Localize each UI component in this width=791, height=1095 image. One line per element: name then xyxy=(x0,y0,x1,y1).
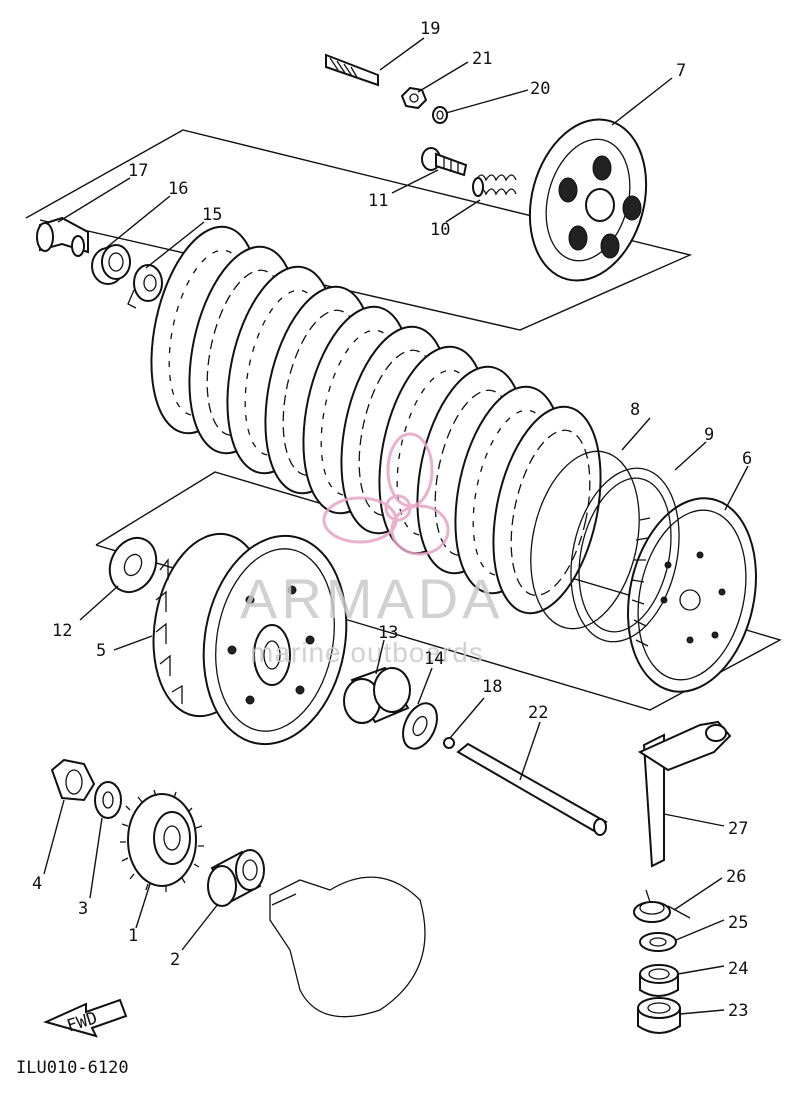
part-5-clutch-housing xyxy=(152,532,348,746)
part-12-washer xyxy=(108,536,158,594)
fwd-arrow-icon: FWD xyxy=(43,998,128,1038)
callout-20: 20 xyxy=(530,79,550,99)
part-10-spring xyxy=(472,174,517,197)
callout-19: 19 xyxy=(420,19,440,39)
callout-17: 17 xyxy=(128,161,148,181)
callout-labels: 1 2 3 4 5 6 7 8 9 10 11 12 13 14 15 16 1… xyxy=(32,19,752,1021)
part-25-washer xyxy=(639,932,677,952)
callout-25: 25 xyxy=(728,913,748,933)
callout-26: 26 xyxy=(726,867,746,887)
part-23-bearing xyxy=(637,997,681,1034)
callout-5: 5 xyxy=(96,641,106,661)
callout-4: 4 xyxy=(32,874,42,894)
callout-7: 7 xyxy=(676,61,686,81)
part-22-push-rod xyxy=(456,742,608,836)
callout-14: 14 xyxy=(424,649,444,669)
part-11-bolt xyxy=(421,147,468,177)
clutch-plate-stack xyxy=(150,225,602,615)
part-15-lock-washer xyxy=(127,264,163,309)
crankshaft-outline xyxy=(269,876,426,1018)
part-13-collar xyxy=(343,666,411,724)
assembly-frame-lower xyxy=(95,471,782,711)
watermark-logo-icon xyxy=(322,432,450,556)
clutch-plate-teeth xyxy=(510,429,591,596)
callout-2: 2 xyxy=(170,950,180,970)
part-16-bearing xyxy=(91,244,131,285)
part-17-shaft xyxy=(36,216,89,257)
part-1-gear xyxy=(120,789,204,892)
callout-3: 3 xyxy=(78,899,88,919)
callout-23: 23 xyxy=(728,1001,748,1021)
callout-6: 6 xyxy=(742,449,752,469)
callout-18: 18 xyxy=(482,677,502,697)
part-27-shaft-lever xyxy=(637,720,732,868)
part-18-ball xyxy=(443,737,455,749)
part-3-washer xyxy=(94,781,122,819)
part-21-nut xyxy=(400,86,428,110)
callout-22: 22 xyxy=(528,703,548,723)
callout-24: 24 xyxy=(728,959,748,979)
clutch-plate xyxy=(492,405,602,615)
part-2-bearing xyxy=(207,849,265,907)
part-19-stud xyxy=(325,53,379,87)
callout-21: 21 xyxy=(472,49,492,69)
part-20-washer xyxy=(432,106,448,124)
assembly-frame-upper xyxy=(25,129,693,331)
watermark-tagline: marine outboards xyxy=(250,637,484,668)
watermark: ARMADA marine outboards xyxy=(240,432,504,668)
part-26-spring xyxy=(633,889,691,923)
callout-15: 15 xyxy=(202,205,222,225)
part-4-nut xyxy=(50,758,96,802)
watermark-brand: ARMADA xyxy=(240,567,504,630)
callout-8: 8 xyxy=(630,400,640,420)
callout-13: 13 xyxy=(378,623,398,643)
callout-16: 16 xyxy=(168,179,188,199)
part-6-clutch-boss xyxy=(627,497,757,693)
diagram-code: ILU010-6120 xyxy=(16,1058,129,1078)
callout-9: 9 xyxy=(704,425,714,445)
part-24-bushing xyxy=(639,964,679,997)
part-8-cushion-ring xyxy=(530,450,640,630)
callout-10: 10 xyxy=(430,220,450,240)
part-14-washer xyxy=(402,702,438,750)
leader-lines xyxy=(43,37,749,1015)
callout-11: 11 xyxy=(368,191,388,211)
callout-1: 1 xyxy=(128,926,138,946)
part-9-plate xyxy=(570,467,680,643)
part-7-pressure-plate xyxy=(528,118,648,282)
callout-27: 27 xyxy=(728,819,748,839)
callout-12: 12 xyxy=(52,621,72,641)
